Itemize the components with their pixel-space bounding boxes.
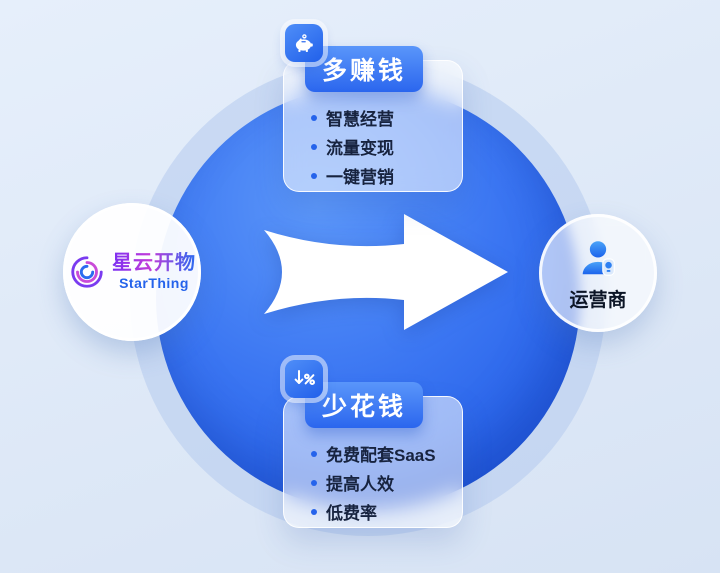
save-card-title: 少花钱 [305,382,424,428]
earn-item-label: 一键营销 [326,168,394,187]
brand-texts: 星云开物 StarThing [112,252,196,291]
save-card-list: 免费配套SaaS 提高人效 低费率 [311,440,455,525]
brand-lockup: 星云开物 StarThing [68,252,196,291]
save-list-item: 免费配套SaaS [311,440,455,467]
flow-arrow [264,214,508,330]
earn-list-item: 一键营销 [311,162,455,189]
save-item-label: 免费配套SaaS [326,446,436,465]
percent-down-icon [285,360,323,398]
bullet-dot [311,508,317,515]
starthing-logo-icon [71,256,103,288]
operator-node: 运营商 [539,214,657,332]
earn-list-item: 流量变现 [311,133,455,160]
bullet-dot [311,114,317,121]
earn-card-title: 多赚钱 [305,46,424,92]
save-item-label: 提高人效 [326,475,394,494]
save-list-item: 提高人效 [311,469,455,496]
earn-card-list: 智慧经营 流量变现 一键营销 [311,104,455,189]
bullet-dot [311,450,317,457]
brand-name-en: StarThing [119,275,189,292]
bullet-dot [311,479,317,486]
brand-name-cn: 星云开物 [112,252,196,275]
benefit-card-earn: 多赚钱 智慧经营 流量变现 一键营销 [283,24,463,192]
operator-label: 运营商 [569,289,627,311]
save-item-label: 低费率 [326,504,377,523]
brand-node: 星云开物 StarThing [63,203,201,341]
save-list-item: 低费率 [311,498,455,525]
earn-item-label: 智慧经营 [326,110,394,129]
operator-person-icon [582,240,615,276]
earn-item-label: 流量变现 [326,139,394,158]
piggy-bank-icon [285,24,323,62]
earn-list-item: 智慧经营 [311,104,455,131]
benefit-card-save: 少花钱 免费配套SaaS 提高人效 低费率 [283,360,463,528]
bullet-dot [311,172,317,179]
bullet-dot [311,143,317,150]
